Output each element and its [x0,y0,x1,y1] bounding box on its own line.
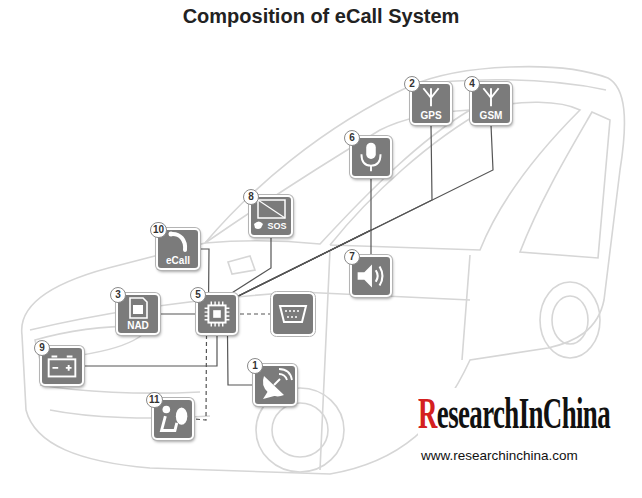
obd-plug [280,306,306,322]
callout-number: 3 [110,287,126,303]
icon-box: 7 [350,255,392,297]
icon-label: NAD [118,320,158,331]
connector-box [272,293,314,335]
logo-text: ResearchInChina [418,388,610,439]
icon-box: 5 [196,293,238,335]
connector-box-rim [271,292,316,337]
icon-box: 4GSM [470,82,512,125]
wire [200,249,209,293]
wire [236,125,493,297]
icon-label: SOS [263,221,291,232]
obd-pins [285,311,301,317]
rear-wheel-rim [552,296,588,344]
callout-number: 11 [146,392,163,408]
mirror [228,256,255,274]
website-url: www.researchinchina.com [421,448,578,463]
callout-number: 7 [344,249,360,265]
car-silhouette [22,67,625,474]
icon-box: 2GPS [410,82,452,125]
callout-number: 1 [247,358,263,374]
rear-window [520,112,610,258]
icon-box: 9 [40,346,84,386]
car-body [22,67,625,474]
callout-number: 6 [344,130,360,146]
icon-box: 6 [350,136,392,178]
hood-line [30,292,470,330]
icon-label: GSM [472,110,510,121]
icon-box: 11 [152,398,194,440]
dashed-wire [240,313,270,314]
connector-icon [271,292,316,337]
callout-number: 5 [190,287,206,303]
front-wheel-rim [272,403,328,457]
icon-label: GPS [412,110,450,121]
wire [194,335,207,420]
icon-box: 10eCall [156,228,200,270]
icon-box: 3NAD [116,293,160,335]
icon-box: 1 [253,364,297,406]
wire [160,313,196,314]
callout-number: 4 [464,76,480,92]
side-window [330,102,580,250]
icon-label: eCall [158,255,198,266]
callout-number: 10 [150,222,167,238]
windshield [205,110,470,244]
icon-box: 8SOS [249,195,293,237]
wire [84,335,217,366]
wire [232,237,271,293]
rear-wheel [540,282,600,358]
callout-number: 2 [404,76,420,92]
diagram-title: Composition of eCall System [0,5,642,28]
callout-number: 9 [34,340,50,356]
callout-number: 8 [243,189,259,205]
